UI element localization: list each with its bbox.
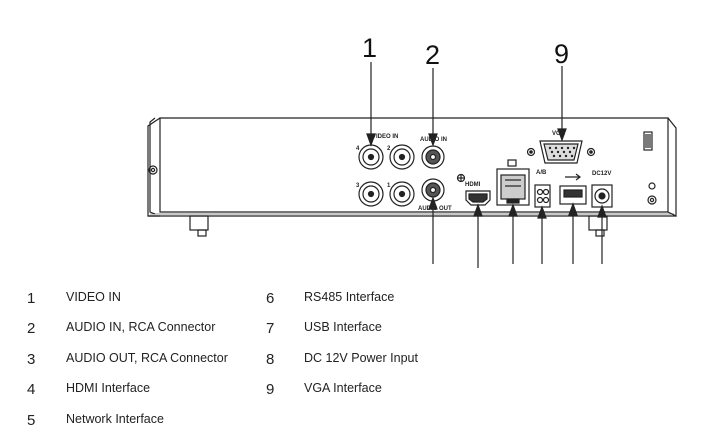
legend-text: VIDEO IN [66,290,121,304]
legend-text: USB Interface [304,320,382,334]
legend-number: 1 [27,290,36,307]
hdmi-panel-label: HDMI [465,182,481,188]
callout-2: 2 [425,40,440,70]
legend-text: AUDIO IN, RCA Connector [66,320,216,334]
legend-text: RS485 Interface [304,290,395,304]
callout-leaders [366,62,607,268]
legend-number: 8 [266,351,275,368]
video-in-connectors [358,144,415,207]
network-port [496,159,530,206]
usb-port [559,173,587,205]
legend-number: 9 [266,381,275,398]
legend-number: 3 [27,351,36,368]
channel-1-label: 1 [387,183,391,189]
legend-number: 5 [27,412,36,429]
hdmi-port [465,190,491,206]
vga-port [526,140,596,164]
channel-2-label: 2 [387,146,391,152]
vga-panel-label: VGA [552,131,566,137]
legend-number: 4 [27,381,36,398]
legend-text: HDMI Interface [66,381,151,395]
channel-4-label: 4 [356,146,360,152]
callout-9: 9 [554,39,569,69]
legend-text: AUDIO OUT, RCA Connector [66,351,228,365]
channel-3-label: 3 [356,183,360,189]
video-in-panel-label: VIDEO IN [372,134,398,140]
legend-text: Network Interface [66,412,164,426]
legend-number: 6 [266,290,275,307]
ab-panel-label: A/B [536,170,547,176]
legend-number: 2 [27,320,36,337]
legend-text: DC 12V Power Input [304,351,418,365]
dc-power-port [591,184,613,208]
legend-number: 7 [266,320,275,337]
rs485-terminal [534,184,551,208]
audio-connectors [421,145,466,202]
device-chassis [147,117,677,237]
callout-1: 1 [362,33,377,63]
legend-text: VGA Interface [304,381,382,395]
dc-panel-label: DC12V [592,171,611,177]
rear-panel-diagram: VIDEO IN 4 2 3 1 AUDIO IN AUDIO OUT HDMI… [147,33,677,268]
